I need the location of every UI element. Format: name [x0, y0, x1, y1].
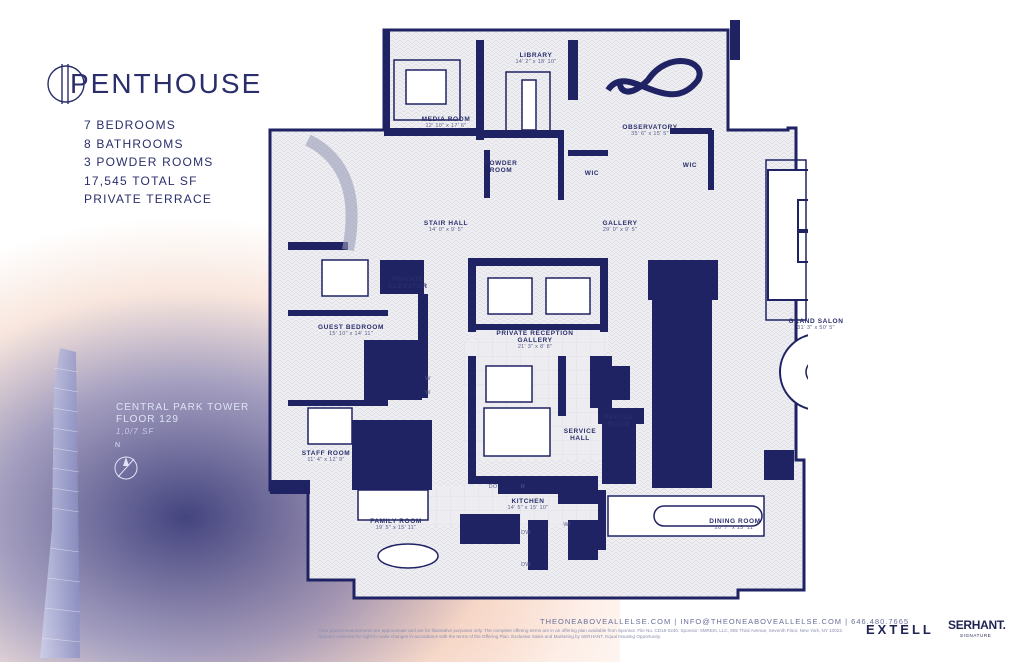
fixture-label-wd: W/ — [563, 522, 571, 528]
fixture-label-r: R — [520, 484, 526, 490]
room-label-guest-bedroom: GUEST BEDROOM 15' 10" x 14' 11" — [318, 324, 384, 337]
serhant-logo: SERHANT. — [948, 618, 1006, 632]
compass-icon — [114, 456, 138, 480]
room-label-gallery: GALLERY 29' 0" x 9' 5" — [602, 220, 638, 233]
room-label-wic-2: WIC — [682, 162, 698, 169]
room-label-wic-1: WIC — [584, 170, 600, 177]
room-label-media-room: MEDIA ROOM 12' 10" x 17' 6" — [421, 116, 471, 129]
spec-item: PRIVATE TERRACE — [84, 192, 213, 206]
room-label-library: LIBRARY 14' 2" x 18' 10" — [515, 52, 557, 65]
room-label-dining-room: DINING ROOM 20' 7" x 15' 11" — [709, 518, 761, 531]
monogram-icon — [47, 64, 85, 104]
floor-area: 1,0/7 SF — [116, 427, 155, 436]
floor-plan — [268, 20, 808, 600]
spec-item: 3 POWDER ROOMS — [84, 155, 214, 169]
tower-name: CENTRAL PARK TOWER — [116, 402, 250, 413]
contact-line: THEONEABOVEALLELSE.COM | INFO@THEONEABOV… — [540, 617, 910, 626]
spec-item: 8 BATHROOMS — [84, 136, 184, 151]
room-label-family-room: FAMILY ROOM 19' 5" x 15' 11" — [370, 518, 422, 531]
room-label-powder-room: POWDER ROOM — [484, 160, 518, 174]
fixture-label-w-2: W — [425, 376, 431, 382]
compass-north-label: N — [115, 442, 121, 449]
floor-number: FLOOR 129 — [116, 414, 179, 425]
room-label-refuse-room: REFUSE ROOM — [604, 414, 634, 428]
fixture-label-do: DO — [488, 484, 498, 490]
specs-list: 7 BEDROOMS 8 BATHROOMS 3 POWDER ROOMS 17… — [84, 116, 213, 209]
room-label-grand-salon: GRAND SALON 31' 3" x 50' 5" — [788, 318, 844, 331]
spec-item: 17,545 TOTAL SF — [84, 173, 198, 188]
room-label-kitchen: KITCHEN 14' 5" x 15' 10" — [507, 498, 549, 511]
fixture-label-w: W — [425, 390, 431, 396]
tower-caption: CENTRAL PARK TOWER FLOOR 129 1,0/7 SF — [116, 402, 249, 438]
room-label-staff-room: STAFF ROOM 11' 4" x 12' 9" — [301, 450, 351, 463]
room-label-service-hall: SERVICE HALL — [563, 428, 597, 442]
room-label-observatory: OBSERVATORY 35' 6" x 15' 5" — [622, 124, 678, 137]
fixture-label-dw-2: DW — [521, 562, 531, 568]
penthouse-logo: PENTHOUSE — [44, 60, 260, 110]
tower-illustration — [40, 348, 81, 658]
room-label-private-reception-gallery: PRIVATE RECEPTION GALLERY 21' 3" x 8' 8" — [496, 330, 574, 350]
extell-logo: EXTELL — [866, 622, 934, 637]
room-label-stair-hall: STAIR HALL 14' 0" x 9' 5" — [423, 220, 469, 233]
legal-disclaimer: Floor plans/measurements are approximate… — [318, 628, 844, 639]
serhant-signature-label: SIGNATURE — [960, 633, 992, 638]
compass-rose: N — [112, 442, 142, 489]
fixture-label-dw-1: DW — [521, 530, 531, 536]
page-title: PENTHOUSE — [70, 68, 263, 99]
spec-item: 7 BEDROOMS — [84, 118, 177, 132]
room-label-private-elevator: PRIVATE ELEVATOR — [388, 276, 428, 290]
